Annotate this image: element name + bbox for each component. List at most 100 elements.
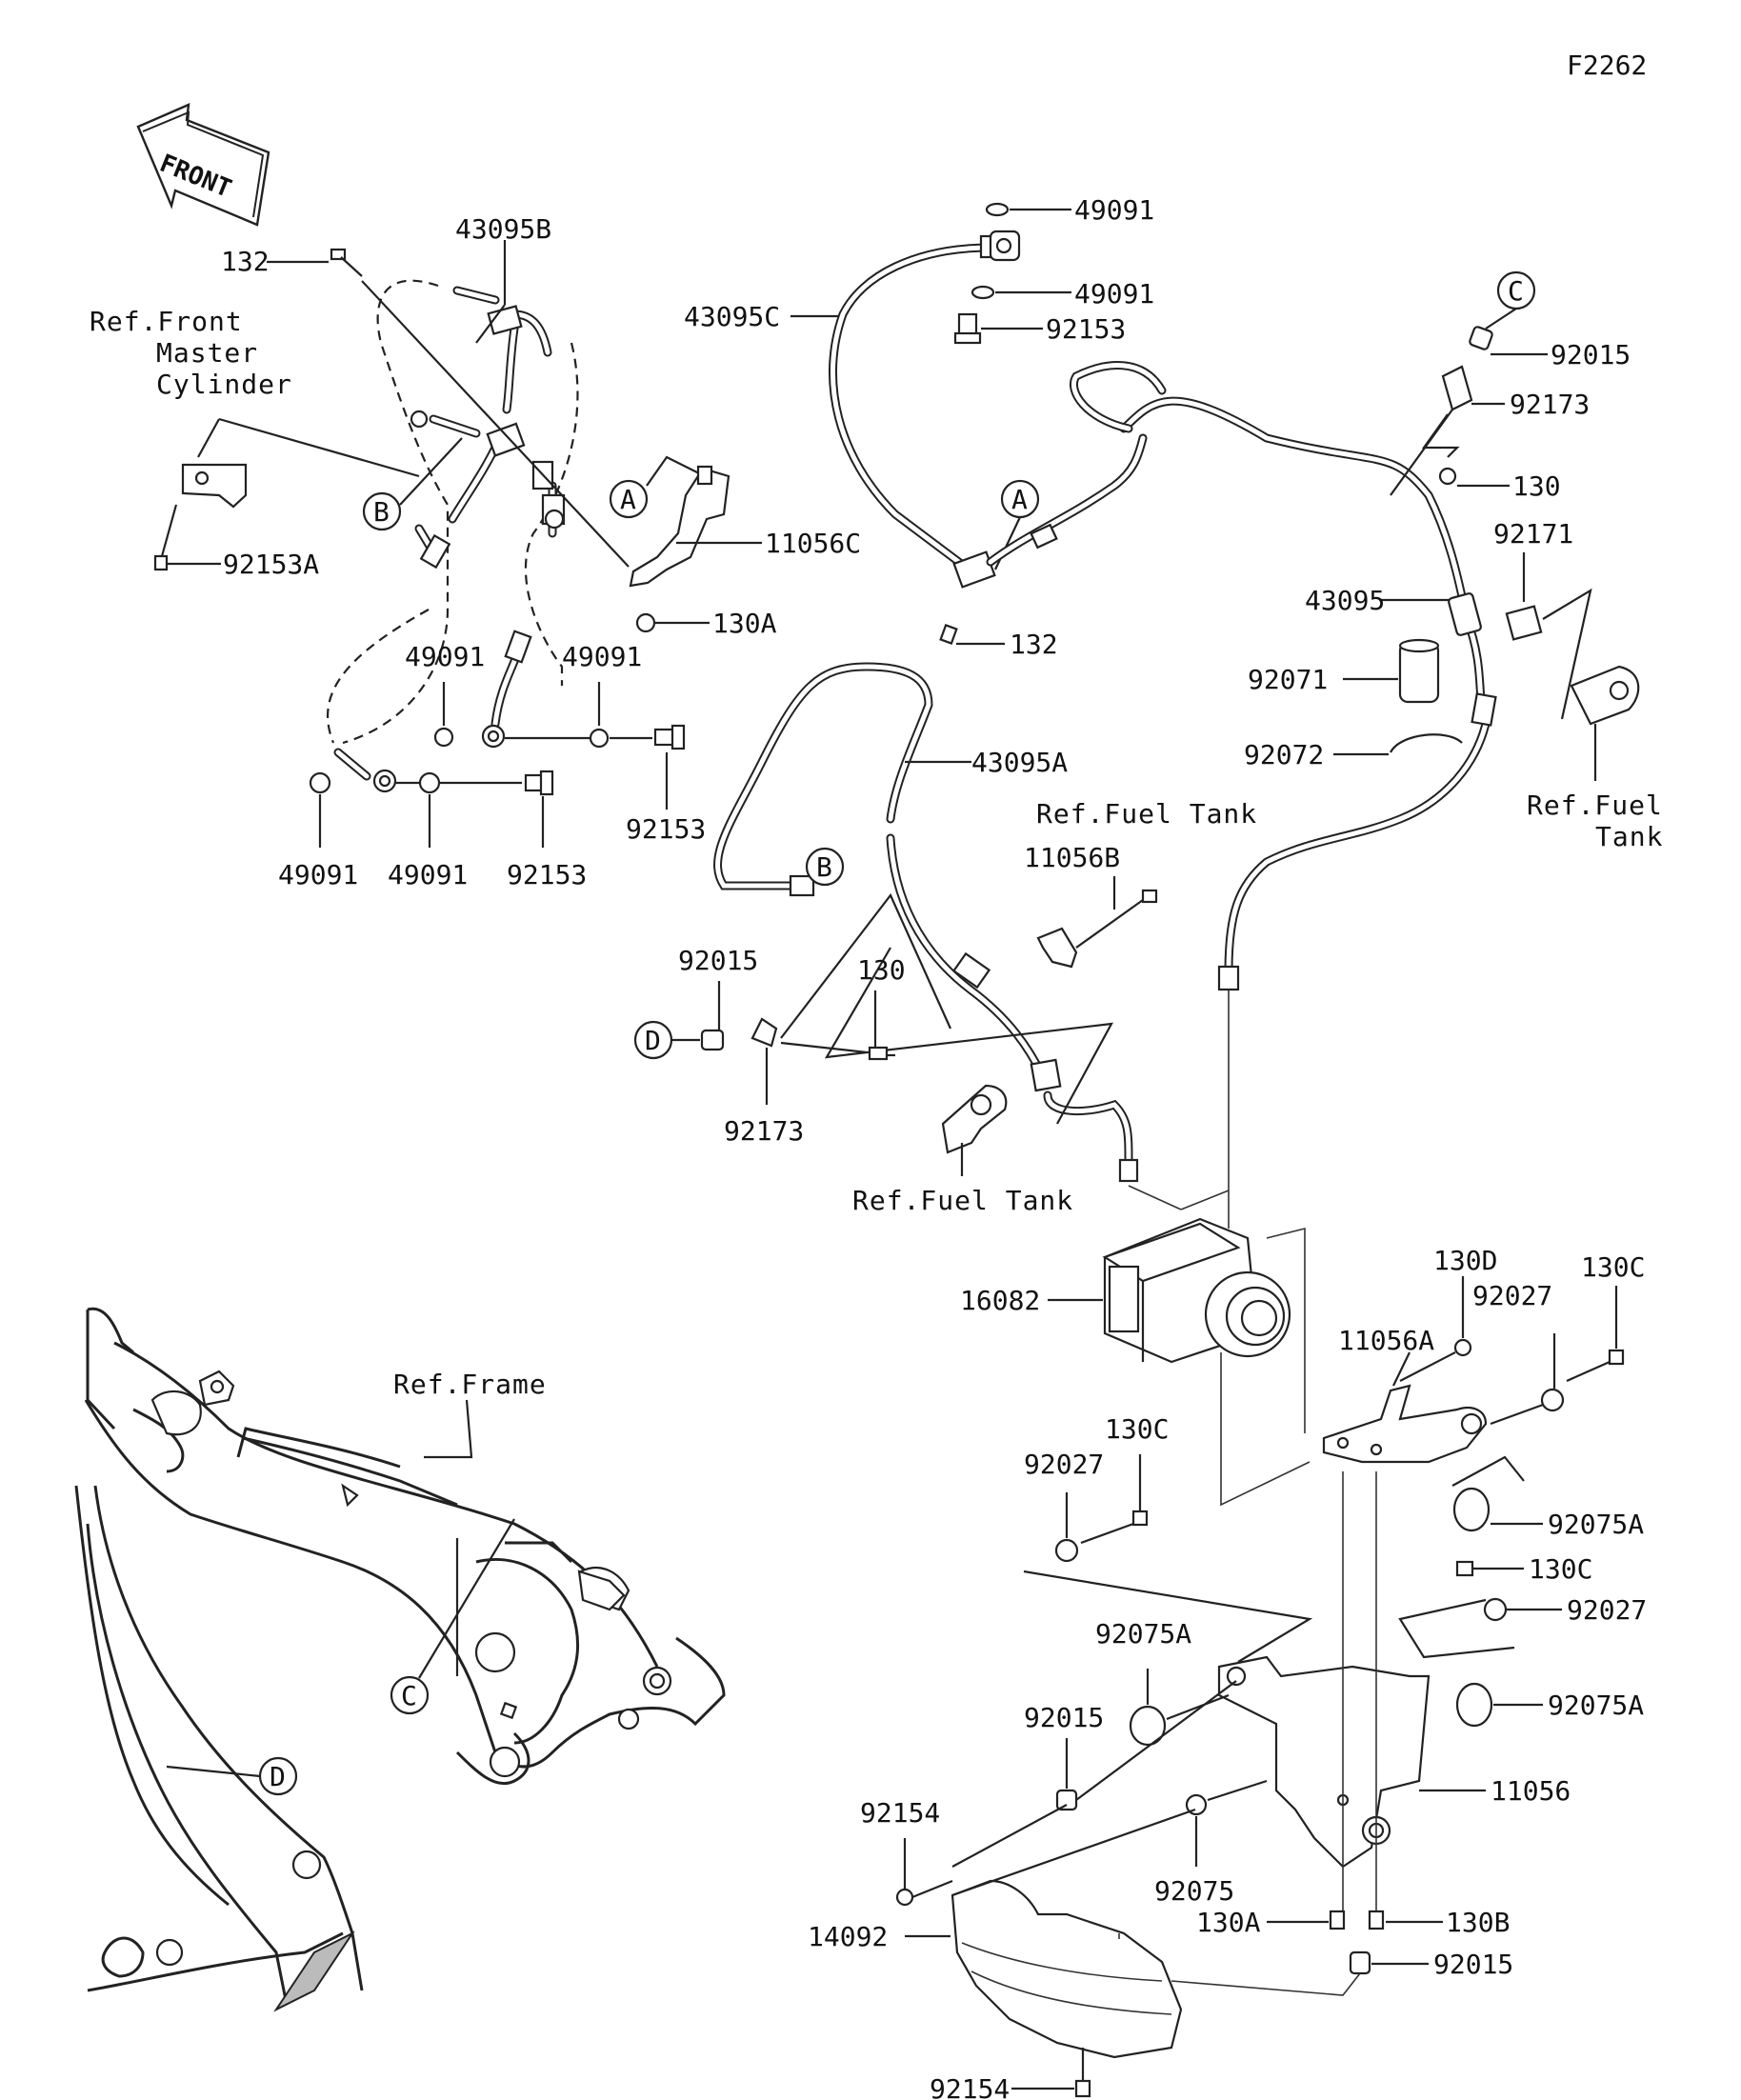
label-92075A-a: 92075A [1548,1509,1644,1540]
hose-dashed-right [524,342,579,686]
label-43095B: 43095B [455,213,551,245]
callout-c-2-text: C [401,1680,417,1711]
callout-c-1-text: C [1508,275,1524,307]
bolt-130-mid [868,1046,889,1061]
collar-92015-low [1055,1789,1078,1811]
fuel-tank-bracket-1 [941,1084,1008,1154]
front-arrow-icon: FRONT [136,103,270,227]
label-92027-c: 92027 [1567,1594,1647,1626]
label-49091-top2: 49091 [1074,278,1154,310]
hose-dashed-lower [326,609,430,744]
label-130B: 130B [1446,1907,1510,1938]
label-11056B: 11056B [1024,842,1120,873]
washer-49091-d [418,771,441,794]
bolt-92154-a [895,1888,914,1907]
callout-b-2 [805,847,845,887]
bolt-92153A [153,504,178,571]
ref-front-master-cylinder-line3: Cylinder [156,369,292,400]
label-92153-a: 92153 [626,813,706,845]
bolt-132-top [330,248,363,277]
callout-b-1 [362,491,402,531]
diagram-code: F2262 [1567,50,1647,81]
washer-49091-a [433,727,454,748]
clip-92173-mid [750,1017,778,1048]
hose-43095-end [1217,965,1240,991]
ref-front-master-cylinder-line1: Ref.Front [90,306,243,337]
master-cylinder-bracket [181,463,248,509]
callout-d-2-text: D [270,1761,286,1792]
label-92075A-c: 92075A [1548,1690,1644,1721]
callout-d-1-text: D [645,1025,661,1056]
label-132-mid: 132 [1010,629,1058,660]
label-132-top: 132 [221,246,270,277]
label-130A-low: 130A [1196,1907,1261,1938]
bolt-92153-top [953,312,982,345]
label-92153-b: 92153 [507,859,587,890]
fasteners-right-130C-92027: 130C 92027 92075A [1398,1553,1647,1728]
grommet-92075A-a [1452,1487,1491,1532]
label-49091-b: 49091 [562,641,642,672]
collar-92027-a [1540,1388,1565,1412]
label-16082: 16082 [960,1285,1040,1316]
label-92153-top: 92153 [1046,313,1126,345]
abs-unit-16082: 16082 [960,990,1311,1507]
label-92173-top: 92173 [1510,389,1590,420]
washer-49091-c [309,771,331,794]
callout-b-2-text: B [816,851,832,883]
grommet-92075A-b [1129,1705,1167,1747]
label-11056A: 11056A [1338,1325,1434,1356]
clamp-block [952,550,996,589]
label-11056: 11056 [1491,1775,1571,1807]
ref-frame: Ref.Frame [393,1369,547,1400]
cap-92015-mid [700,1029,725,1051]
fasteners-left-130C-92027: 92027 130C [1023,1413,1313,1663]
label-43095: 43095 [1305,585,1385,616]
bracket-11056C [629,467,730,588]
bolt-92154-b [1074,2079,1091,2098]
callout-c-2 [390,1675,430,1715]
bolt-92153-b [524,770,554,796]
label-92015-bot: 92015 [1433,1949,1513,1980]
fuel-tank-bracket-2 [1570,665,1640,726]
ref-fuel-tank-3-line2: Tank [1595,821,1663,852]
label-130A-top: 130A [712,608,777,639]
label-92027-b: 92027 [1024,1449,1104,1480]
cover-14092: 14092 92154 92154 92015 [808,1797,1513,2100]
label-49091-c: 49091 [278,859,358,890]
label-92015-mid: 92015 [678,945,758,976]
ref-front-master-cylinder-line2: Master [156,337,258,369]
ref-fuel-tank-1: Ref.Fuel Tank [852,1185,1073,1216]
frame-reference-drawing: Ref.Frame C D [74,1307,726,2012]
label-130C-a: 130C [1581,1251,1645,1283]
label-92171: 92171 [1493,518,1573,550]
clip-92173-top [1441,365,1473,411]
callout-b-1-text: B [373,496,390,528]
label-130C-b: 130C [1105,1413,1169,1445]
bolt-132-mid [939,624,958,645]
band-92072 [1390,733,1463,753]
bracket-11056A: 11056A 130D 92027 130C 92075A [1322,1245,1645,1540]
hose-dashed-left [342,279,450,745]
washer-49091-top1 [985,202,1010,217]
cap-92015-top [1469,326,1493,350]
bolt-130-top [1438,467,1457,486]
label-49091-top1: 49091 [1074,194,1154,226]
bolt-130A-top [635,612,656,633]
label-92071: 92071 [1248,664,1328,695]
label-92154-b: 92154 [930,2073,1010,2100]
bolt-130A-low [1329,1910,1346,1930]
label-92075: 92075 [1154,1875,1234,1907]
hose-43095-assembly: 43095 C 92015 92173 130 92171 92071 9207… [1070,270,1663,991]
label-92015-top: 92015 [1551,339,1631,370]
label-92015-low: 92015 [1024,1702,1104,1733]
bolt-92153-a [653,724,686,750]
label-43095A: 43095A [971,747,1068,778]
hose-assembly-43095C-43095A: 43095C 49091 49091 92153 A 132 43095A [633,194,1256,1216]
label-92154-a: 92154 [860,1797,940,1829]
callout-a-2-text: A [1011,484,1028,515]
label-92072: 92072 [1244,739,1324,770]
ref-fuel-tank-3-line1: Ref.Fuel [1527,790,1663,821]
label-92173-mid: 92173 [724,1115,804,1147]
grommet-92075A-c [1455,1682,1493,1728]
